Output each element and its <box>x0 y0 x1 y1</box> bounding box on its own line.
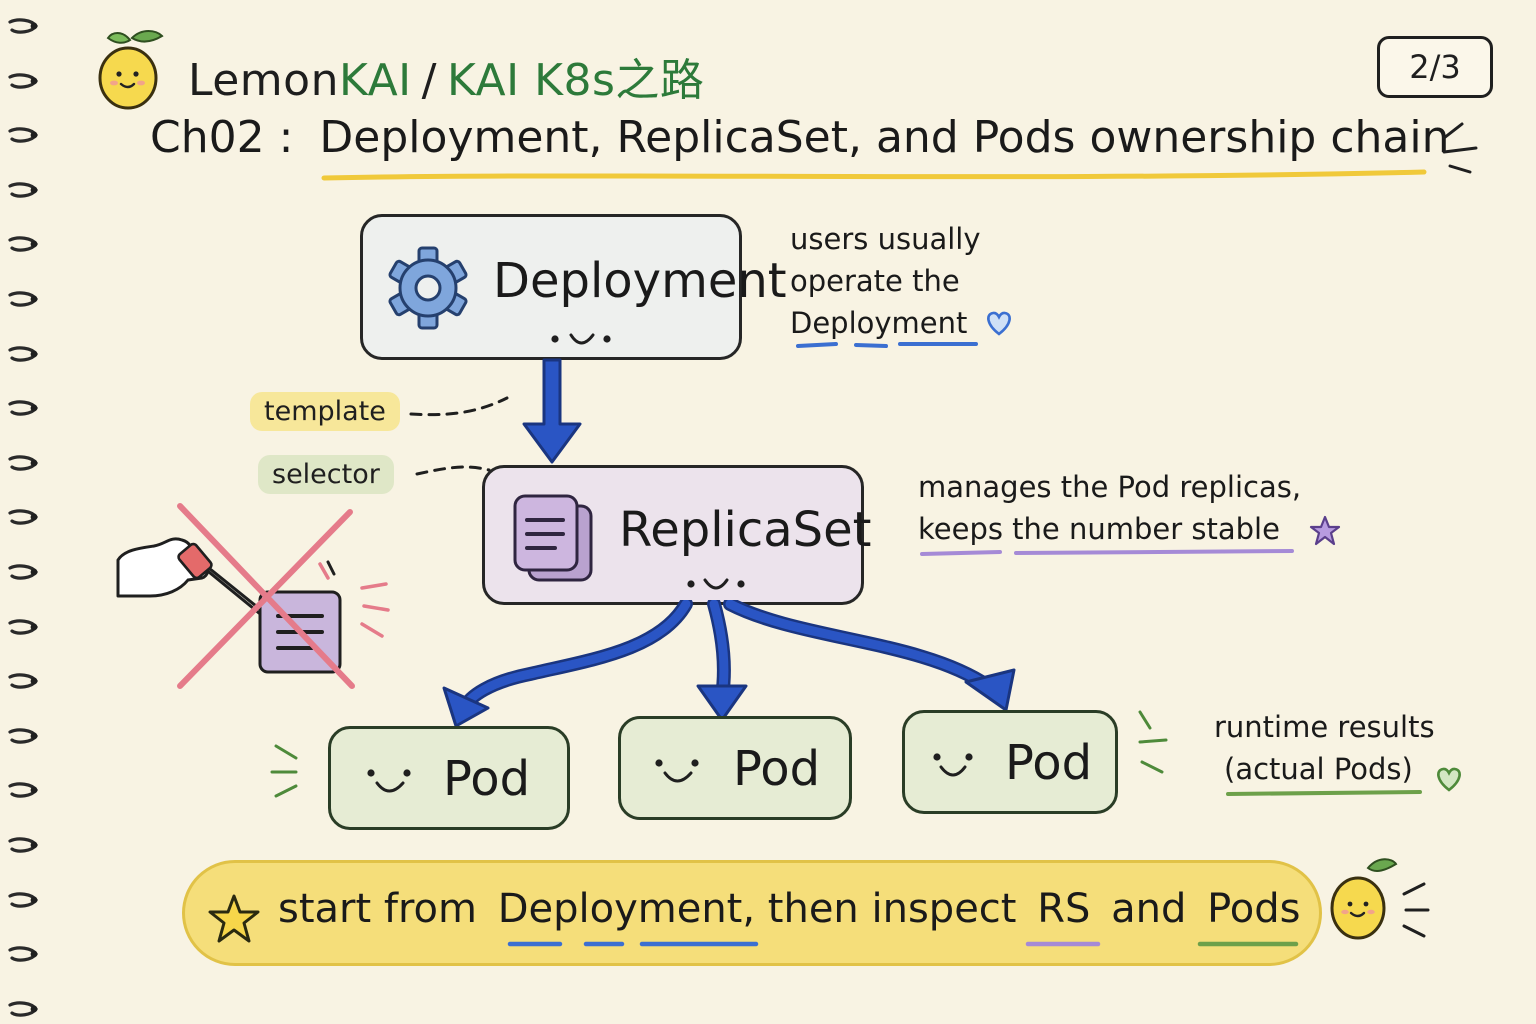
deployment-note-line: users usually <box>790 222 981 256</box>
binding-ring <box>8 673 38 689</box>
pod-node: Pod <box>618 716 852 820</box>
heart-icon <box>987 311 1011 336</box>
binding-ring <box>8 127 38 143</box>
deployment-node: Deployment <box>360 214 787 360</box>
pods-note-underline <box>1226 790 1422 796</box>
tip-banner <box>182 860 1322 966</box>
binding-ring <box>8 1001 38 1017</box>
binding-ring <box>8 455 38 471</box>
gear-icon <box>388 246 468 330</box>
pods-note: runtime results (actual Pods) <box>1214 706 1435 790</box>
replicaset-note-line: keeps the number stable <box>918 512 1280 546</box>
page-indicator: 2/3 <box>1377 36 1493 98</box>
binding-ring <box>8 509 38 526</box>
document-stack-icon <box>513 494 593 582</box>
pod-label: Pod <box>1005 735 1093 791</box>
binding-ring <box>8 345 38 362</box>
brand-header: LemonKAI/KAI K8s之路 <box>188 44 704 108</box>
pod-sparkle-lines-left <box>270 744 298 798</box>
binding-ring <box>8 182 38 198</box>
binding-ring <box>8 618 38 635</box>
binding-ring <box>8 782 38 799</box>
smiley-icon <box>655 759 699 783</box>
star-icon <box>208 894 260 943</box>
replicaset-note-underline <box>920 549 1294 556</box>
smiley-icon <box>367 769 411 793</box>
tag-connector-lines <box>409 396 509 476</box>
chapter-label: Ch02 : <box>150 112 294 163</box>
sparkle-lines-icon <box>1402 882 1430 938</box>
replicaset-note: manages the Pod replicas, keeps the numb… <box>918 466 1301 550</box>
smiley-icon <box>687 578 745 590</box>
tip-banner-text: start from Deployment, then inspect RS a… <box>278 886 1301 932</box>
replicaset-label: ReplicaSet <box>619 502 872 558</box>
pod-label: Pod <box>733 741 821 797</box>
pods-note-line: runtime results <box>1214 710 1435 744</box>
banner-word-pods: Pods <box>1207 886 1301 932</box>
deployment-note: users usually operate the Deployment <box>790 218 981 344</box>
banner-text-part: start from <box>278 886 477 932</box>
binding-ring <box>8 236 38 253</box>
deployment-label: Deployment <box>493 253 787 309</box>
binding-ring <box>8 400 38 416</box>
template-tag: template <box>250 392 400 431</box>
pod-node: Pod <box>902 710 1118 814</box>
brand-name-lemon: Lemon <box>188 55 339 106</box>
replicaset-to-pods-arrows <box>442 600 1016 728</box>
series-title: KAI K8s之路 <box>446 55 705 106</box>
star-icon <box>1309 515 1341 546</box>
replicaset-note-line: manages the Pod replicas, <box>918 470 1302 504</box>
replicaset-node: ReplicaSet <box>482 465 872 605</box>
page-title: Ch02 : Deployment, ReplicaSet, and Pods o… <box>150 112 1450 163</box>
deployment-note-line: Deployment <box>790 306 968 340</box>
binding-ring <box>8 18 38 34</box>
pod-node: Pod <box>328 726 570 830</box>
pods-note-line: (actual Pods) <box>1224 752 1413 786</box>
pod-label: Pod <box>443 751 531 807</box>
brand-separator: / <box>421 55 437 106</box>
deployment-note-line: operate the <box>790 264 960 298</box>
binding-ring <box>8 564 38 580</box>
binding-ring <box>8 291 38 307</box>
binding-ring <box>8 891 38 908</box>
smiley-icon <box>933 753 973 777</box>
heart-icon <box>1437 767 1461 792</box>
sparkle-lines-icon <box>1442 122 1478 174</box>
banner-word-deployment: Deployment <box>497 886 743 932</box>
banner-text-part: , then inspect <box>742 886 1017 932</box>
lemon-mascot-icon <box>98 30 164 110</box>
banner-underlines <box>507 941 1299 947</box>
pod-sparkle-lines-right <box>1138 710 1168 774</box>
deployment-to-replicaset-arrow <box>522 358 582 464</box>
binding-ring <box>8 72 38 89</box>
banner-text-part: and <box>1111 886 1187 932</box>
brand-name-kai: KAI <box>338 55 412 106</box>
chapter-title: Deployment, ReplicaSet, and Pods ownersh… <box>319 112 1450 163</box>
hand-editing-pod-crossed-icon <box>116 503 390 689</box>
deployment-note-underline <box>796 342 978 348</box>
binding-ring <box>8 728 38 744</box>
binding-ring <box>8 837 38 853</box>
title-underline <box>321 169 1427 181</box>
banner-word-rs: RS <box>1037 886 1091 932</box>
selector-tag: selector <box>258 455 394 494</box>
smiley-icon <box>551 333 611 345</box>
binding-ring <box>8 946 38 962</box>
lemon-mascot-icon <box>1330 858 1398 940</box>
